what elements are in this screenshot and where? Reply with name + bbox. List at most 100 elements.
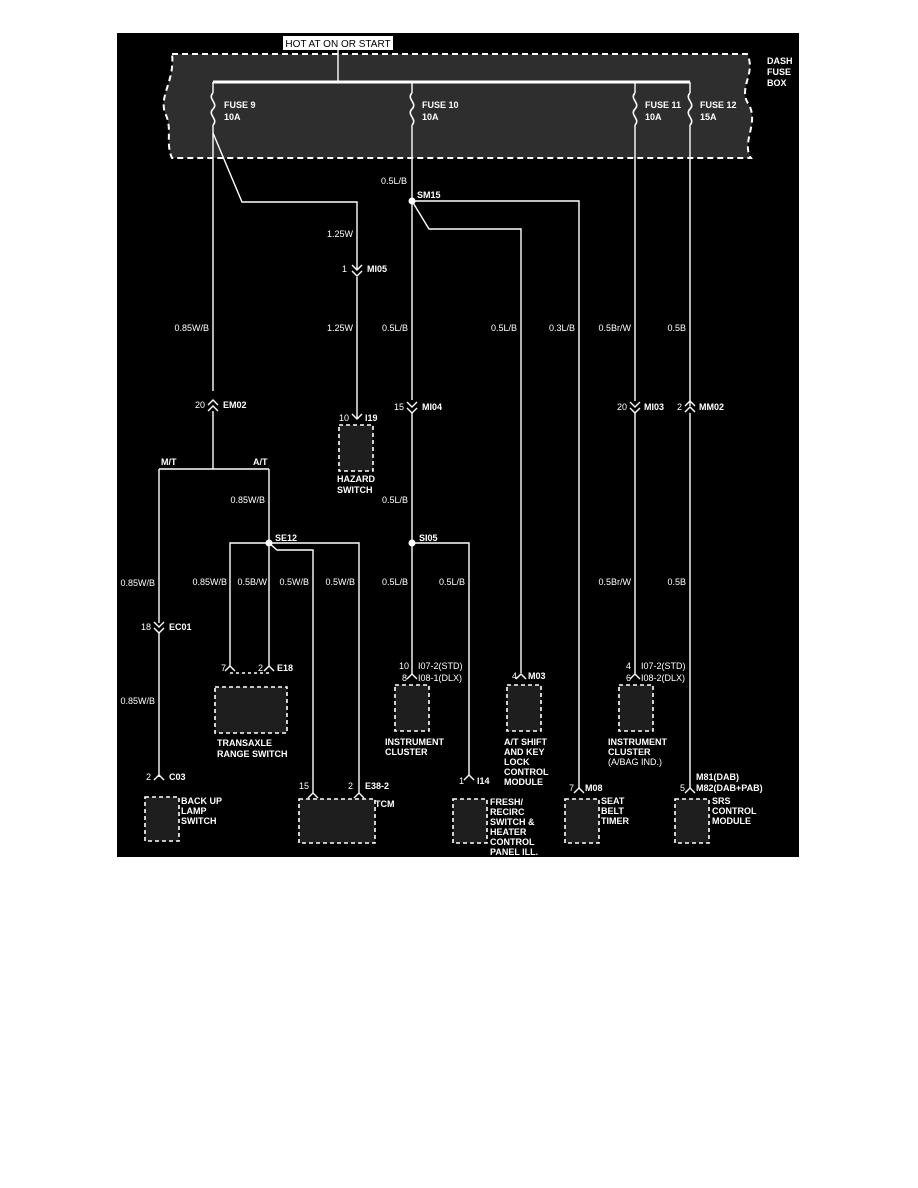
atshift-label-4: CONTROL [504, 767, 549, 777]
m08-name: M08 [585, 783, 603, 793]
tr-left-wire [229, 542, 269, 666]
fuse12-wire-label: 0.5B [667, 323, 686, 333]
seatbelt-label-1: SEAT [601, 796, 625, 806]
fresh-recirc-switch [452, 798, 488, 844]
tcm-label: TCM [375, 799, 395, 809]
atshift-label-3: LOCK [504, 757, 530, 767]
fuse11-lower-label: 0.5Br/W [598, 577, 631, 587]
si05-label: SI05 [419, 533, 438, 543]
e38-2-pin-a: 15 [299, 781, 309, 791]
seatbelt-label-3: TIMER [601, 816, 629, 826]
sm15-label: SM15 [417, 190, 441, 200]
seat-belt-timer [564, 798, 600, 844]
fuse-9-rating: 10A [224, 112, 241, 122]
hazard-label-2: SWITCH [337, 485, 373, 495]
fresh-wire-label: 0.5L/B [439, 577, 465, 587]
fresh-label-2: RECIRC [490, 807, 525, 817]
srs-label-2: CONTROL [712, 806, 757, 816]
m03-connector [515, 673, 527, 680]
transaxle-label-1: TRANSAXLE [217, 738, 272, 748]
srs-label-1: SRS [712, 796, 731, 806]
ic-abag-label-2: CLUSTER [608, 747, 651, 757]
hazard-wire [212, 132, 358, 419]
mi05-name: MI05 [367, 264, 387, 274]
at-label: A/T [253, 457, 268, 467]
transaxle-label-2: RANGE SWITCH [217, 749, 288, 759]
mt-upper-label: 0.85W/B [120, 578, 155, 588]
tr-right-label: 0.5B/W [237, 577, 267, 587]
e18-connector-b [263, 665, 275, 672]
i14-connector [463, 774, 475, 781]
back-up-lamp-switch [144, 796, 180, 842]
fuse12-lower-label: 0.5B [667, 577, 686, 587]
at-shift-lock-module [506, 684, 542, 732]
atshift-wire-label: 0.5L/B [491, 323, 517, 333]
tcm-a-label: 0.5W/B [279, 577, 309, 587]
c03-connector [153, 774, 165, 781]
hazard-wire-lower-label: 1.25W [327, 323, 354, 333]
fuse-9-name: FUSE 9 [224, 100, 256, 110]
instrument-cluster [394, 684, 430, 732]
ic-std-wire-label: 0.5L/B [382, 577, 408, 587]
mi04-below-label: 0.5L/B [382, 495, 408, 505]
i14-pin: 1 [459, 776, 464, 786]
atshift-label-5: MODULE [504, 777, 543, 787]
em02-connector [207, 399, 219, 412]
seatbelt-wire-label: 0.3L/B [549, 323, 575, 333]
fuse-10: FUSE 10 10A [409, 82, 459, 133]
ic-label-1: INSTRUMENT [385, 737, 444, 747]
i07-2-std-connector [406, 673, 418, 680]
i07-2-std-name: I07-2(STD) [418, 661, 463, 671]
i08-2-dlx-pin: 6 [626, 673, 631, 683]
fuse-box-label-2: FUSE [767, 67, 791, 77]
srs-label-3: MODULE [712, 816, 751, 826]
mm02-pin: 2 [677, 402, 682, 412]
mi03-name: MI03 [644, 402, 664, 412]
m81-name: M81(DAB) [696, 772, 739, 782]
tr-left-label: 0.85W/B [192, 577, 227, 587]
fresh-label-5: CONTROL [490, 837, 535, 847]
mi05-pin: 1 [342, 264, 347, 274]
fuse-10-name: FUSE 10 [422, 100, 459, 110]
fuse-12-rating: 15A [700, 112, 717, 122]
i19-pin: 10 [339, 413, 349, 423]
mi04-pin: 15 [394, 402, 404, 412]
ec01-pin: 18 [141, 622, 151, 632]
i08-2-dlx-name: I08-2(DLX) [641, 673, 685, 683]
mi03-pin: 20 [617, 402, 627, 412]
fuse9-wire-label: 0.85W/B [174, 323, 209, 333]
m82-connector [684, 787, 696, 794]
fuse-11-rating: 10A [645, 112, 662, 122]
atshift-label-2: AND KEY [504, 747, 545, 757]
i07-2-std-b-connector [629, 673, 641, 680]
fresh-wire [412, 542, 470, 775]
se12-label: SE12 [275, 533, 297, 543]
ic-abag-label-1: INSTRUMENT [608, 737, 667, 747]
mi05-connector [351, 264, 363, 277]
c03-pin: 2 [146, 772, 151, 782]
hazard-wire-upper-label: 1.25W [327, 229, 354, 239]
tcm-b-wire [269, 542, 360, 793]
fuse-box-label-3: BOX [767, 78, 787, 88]
ic-label-2: CLUSTER [385, 747, 428, 757]
fuse-box-label-1: DASH [767, 56, 793, 66]
hot-label: HOT AT ON OR START [285, 39, 390, 50]
seatbelt-label-2: BELT [601, 806, 624, 816]
m03-name: M03 [528, 671, 546, 681]
e38-2-name: E38-2 [365, 781, 389, 791]
ic-abag-label-3: (A/BAG IND.) [608, 757, 662, 767]
instrument-cluster-abag [618, 684, 654, 732]
tcm-module [298, 798, 376, 844]
m08-connector [573, 787, 585, 794]
fuse11-wire-label: 0.5Br/W [598, 323, 631, 333]
i19-connector [351, 413, 363, 420]
mm02-connector [684, 400, 696, 413]
srs-control-module [674, 798, 710, 844]
i08-1-dlx-name: I08-1(DLX) [418, 673, 462, 683]
fresh-label-4: HEATER [490, 827, 527, 837]
dash-fuse-box [162, 53, 754, 159]
em02-name: EM02 [223, 400, 247, 410]
fuse-11: FUSE 11 10A [632, 82, 681, 133]
m08-pin: 7 [569, 783, 574, 793]
fuse10-main-label: 0.5L/B [382, 323, 408, 333]
